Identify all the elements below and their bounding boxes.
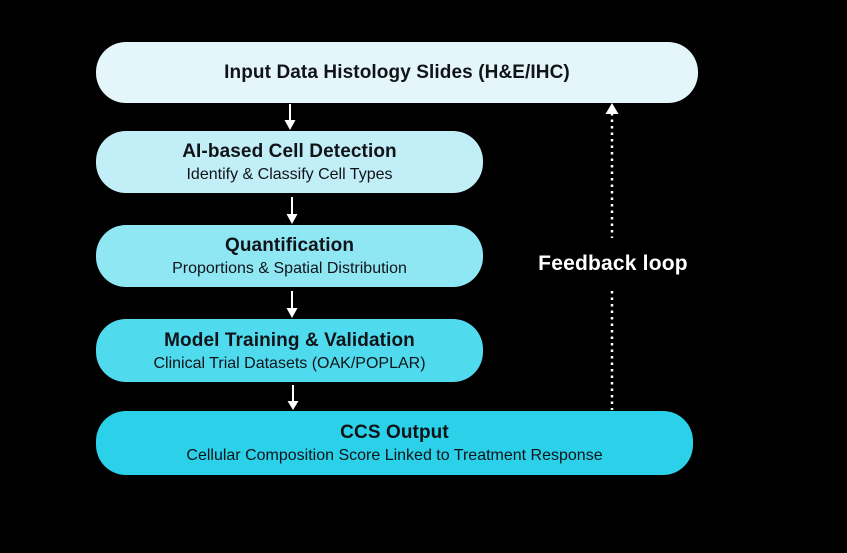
up-arrowhead-icon bbox=[605, 103, 619, 114]
box-title: Model Training & Validation bbox=[164, 329, 415, 351]
flow-box-model-training: Model Training & Validation Clinical Tri… bbox=[96, 319, 483, 382]
box-title: AI-based Cell Detection bbox=[182, 141, 397, 162]
down-arrow-icon bbox=[286, 197, 298, 224]
down-arrow-icon bbox=[284, 104, 296, 130]
box-subtitle: Clinical Trial Datasets (OAK/POPLAR) bbox=[153, 354, 426, 372]
flow-box-quantification: Quantification Proportions & Spatial Dis… bbox=[96, 225, 483, 287]
feedback-loop-label: Feedback loop bbox=[538, 252, 688, 275]
down-arrow-icon bbox=[287, 385, 299, 410]
box-subtitle: Identify & Classify Cell Types bbox=[186, 166, 393, 183]
box-title: CCS Output bbox=[340, 422, 449, 443]
box-subtitle: Proportions & Spatial Distribution bbox=[172, 260, 407, 277]
box-title: Input Data Histology Slides (H&E/IHC) bbox=[224, 62, 570, 83]
box-title: Quantification bbox=[224, 235, 355, 256]
flow-box-cell-detection: AI-based Cell Detection Identify & Class… bbox=[96, 131, 483, 193]
down-arrow-icon bbox=[286, 291, 298, 318]
flow-box-ccs-output: CCS Output Cellular Composition Score Li… bbox=[96, 411, 693, 475]
flow-box-input-data: Input Data Histology Slides (H&E/IHC) bbox=[96, 42, 698, 103]
box-subtitle: Cellular Composition Score Linked to Tre… bbox=[186, 447, 603, 464]
